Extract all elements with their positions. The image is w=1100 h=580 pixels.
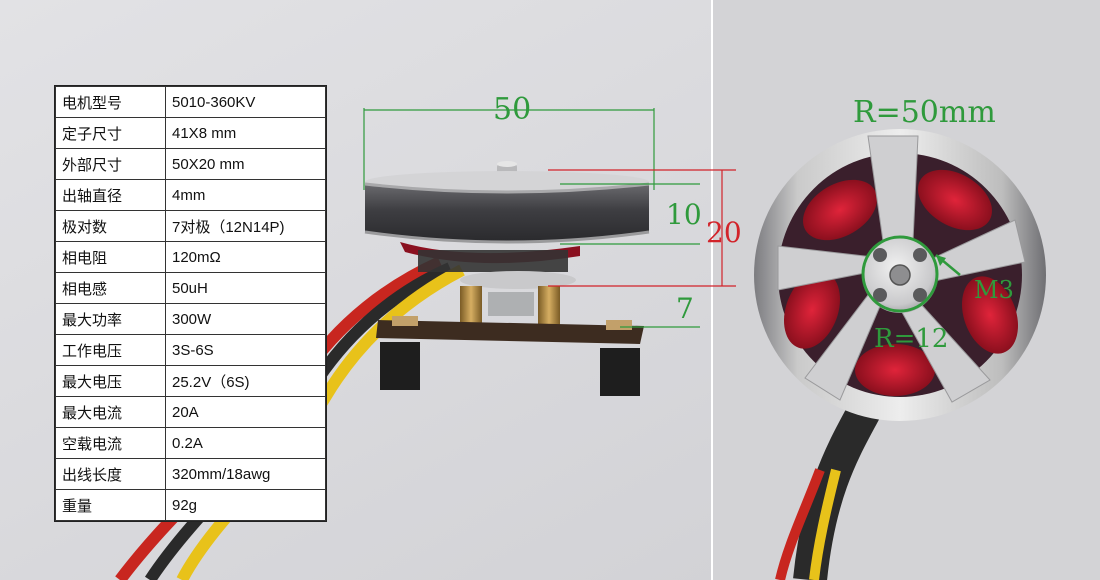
spec-value: 120mΩ — [165, 241, 326, 273]
spec-value: 4mm — [165, 179, 326, 211]
spec-label: 电机型号 — [55, 86, 166, 118]
width-dimension-label: 50 — [493, 92, 532, 127]
spec-label: 重量 — [55, 489, 166, 521]
inner-radius-label: R=12 — [874, 324, 949, 354]
board-leg-left — [380, 342, 420, 390]
rotor-top-cap — [365, 171, 649, 193]
total-height-label: 20 — [706, 216, 742, 249]
screw-size-label: M3 — [974, 276, 1014, 304]
spec-value: 41X8 mm — [165, 117, 326, 149]
brass-standoff — [460, 286, 482, 326]
side-dimensions — [363, 108, 736, 328]
spec-label: 空载电流 — [55, 427, 166, 459]
spec-value: 50uH — [165, 272, 326, 304]
spec-value: 25.2V（6S) — [165, 365, 326, 397]
spec-value: 320mm/18awg — [165, 458, 326, 490]
hub-shaft — [889, 264, 911, 286]
spec-label: 工作电压 — [55, 334, 166, 366]
spec-value: 300W — [165, 303, 326, 335]
spec-label: 外部尺寸 — [55, 148, 166, 180]
rotor-spokes — [777, 135, 1026, 403]
spec-value: 92g — [165, 489, 326, 521]
spec-label: 相电阻 — [55, 241, 166, 273]
stator-coils — [783, 169, 1019, 396]
spec-value: 50X20 mm — [165, 148, 326, 180]
m3-hole — [873, 248, 887, 262]
spec-label: 相电感 — [55, 272, 166, 304]
spec-value: 0.2A — [165, 427, 326, 459]
spec-label: 最大电流 — [55, 396, 166, 428]
rotor-height-label: 10 — [666, 198, 702, 231]
side-view-motor — [364, 161, 650, 396]
board-leg-right — [600, 348, 640, 396]
front-view-motor — [754, 129, 1046, 580]
base-height-label: 7 — [676, 292, 694, 325]
outer-radius-label: R=50mm — [853, 95, 996, 130]
spec-value: 3S-6S — [165, 334, 326, 366]
spec-label: 定子尺寸 — [55, 117, 166, 149]
inner-radius-circle — [861, 235, 939, 313]
spec-value: 5010-360KV — [165, 86, 326, 118]
spec-label: 出线长度 — [55, 458, 166, 490]
spec-label: 极对数 — [55, 210, 166, 242]
spec-value: 7对极（12N14P) — [165, 210, 326, 242]
spec-label: 最大功率 — [55, 303, 166, 335]
spec-label: 出轴直径 — [55, 179, 166, 211]
mount-plate — [460, 271, 576, 289]
spec-label: 最大电压 — [55, 365, 166, 397]
esc-board — [376, 320, 644, 344]
rotor-bell — [365, 184, 649, 242]
spec-value: 20A — [165, 396, 326, 428]
